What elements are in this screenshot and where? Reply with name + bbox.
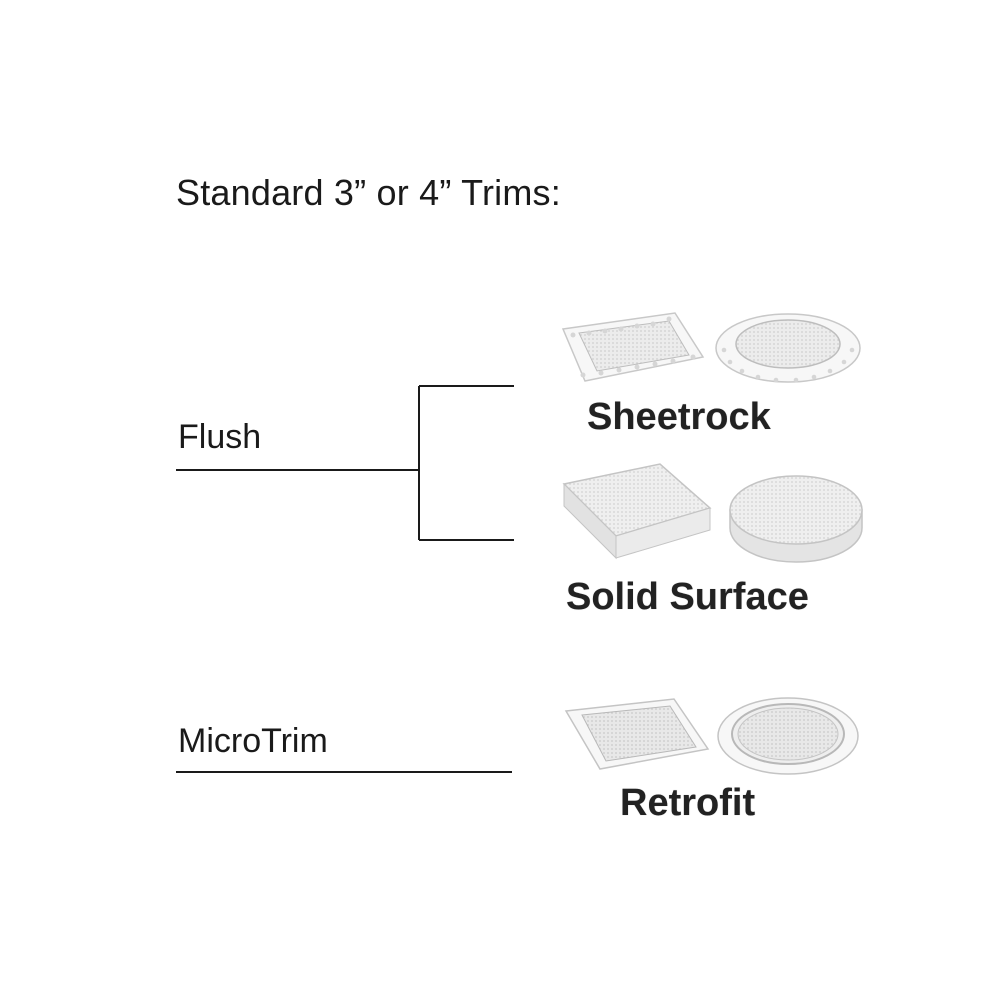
round-perforated-trim-icon <box>715 313 861 383</box>
square-thin-trim-icon <box>564 698 710 770</box>
square-perforated-trim-icon <box>561 312 705 382</box>
option-label-solid-surface: Solid Surface <box>566 576 809 618</box>
category-label-flush: Flush <box>178 418 262 456</box>
round-thin-trim-icon <box>717 697 859 775</box>
option-label-sheetrock: Sheetrock <box>587 396 771 438</box>
option-label-retrofit: Retrofit <box>620 782 756 824</box>
square-block-trim-icon <box>562 463 712 560</box>
round-block-trim-icon <box>729 475 863 563</box>
diagram-title: Standard 3” or 4” Trims: <box>176 172 561 213</box>
category-label-microtrim: MicroTrim <box>178 722 328 760</box>
